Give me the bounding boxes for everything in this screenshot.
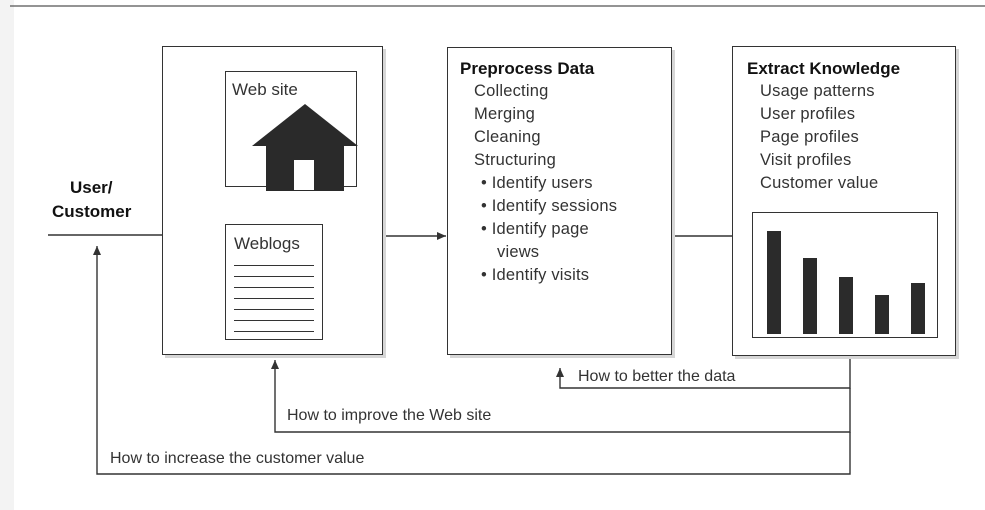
chart-bar <box>875 295 889 334</box>
log-lines <box>234 265 314 340</box>
weblogs-panel: Weblogs <box>225 224 323 340</box>
preprocess-substep: • Identify visits <box>481 266 590 284</box>
actor-label-line2: Customer <box>52 202 132 221</box>
preprocess-step: Structuring <box>474 151 556 169</box>
substep-text: Identify users <box>491 174 593 192</box>
preprocess-step: Merging <box>474 105 536 123</box>
extract-item: Page profiles <box>760 128 859 146</box>
chart-bar <box>803 258 817 334</box>
extract-item: User profiles <box>760 105 856 123</box>
value-feedback-arrow <box>93 246 851 475</box>
data-feedback-arrow <box>556 356 851 389</box>
preprocess-substep: • Identify page <box>481 220 589 238</box>
chart-bar <box>767 231 781 334</box>
preprocess-box <box>447 47 672 355</box>
preprocess-substep: • Identify sessions <box>481 197 618 215</box>
preprocess-title: Preprocess Data <box>460 59 595 78</box>
website-label: Web site <box>232 80 298 99</box>
page-edge-strip <box>0 0 14 510</box>
extract-item: Usage patterns <box>760 82 875 100</box>
preprocess-step: Cleaning <box>474 128 541 146</box>
substep-text: Identify page <box>491 220 589 238</box>
data-feedback-label: How to better the data <box>578 368 736 386</box>
site-feedback-arrow <box>271 360 851 433</box>
site-feedback-label: How to improve the Web site <box>287 407 492 425</box>
chart-bar <box>911 283 925 334</box>
extract-title: Extract Knowledge <box>747 59 901 78</box>
substep-text: Identify visits <box>491 266 590 284</box>
extract-item: Customer value <box>760 174 879 192</box>
extract-item: Visit profiles <box>760 151 852 169</box>
preprocess-substep: • Identify users <box>481 174 593 192</box>
preprocess-substep-continued: views <box>497 243 540 261</box>
weblogs-label: Weblogs <box>234 234 300 253</box>
actor-label-line1: User/ <box>70 178 113 197</box>
chart-bar <box>839 277 853 334</box>
preprocess-step: Collecting <box>474 82 549 100</box>
bar-chart-icon <box>752 212 938 338</box>
website-panel: Web site <box>225 71 357 187</box>
value-feedback-label: How to increase the customer value <box>110 450 365 468</box>
substep-text: Identify sessions <box>491 197 618 215</box>
